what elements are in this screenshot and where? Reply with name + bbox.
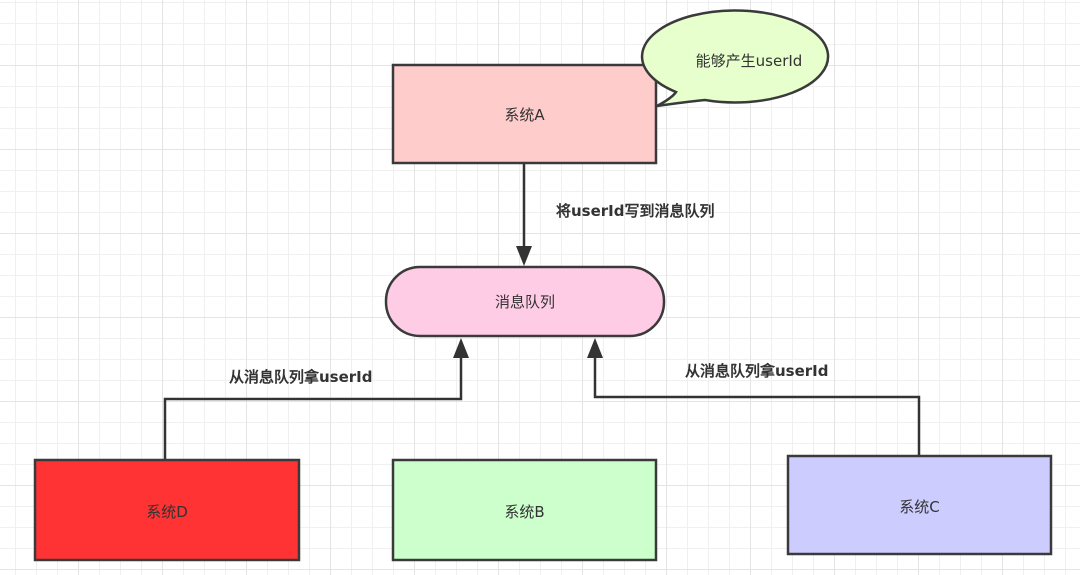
node-system-a[interactable]: 系统A: [391, 63, 658, 165]
edge-line: [163, 356, 463, 460]
message-queue-shape: [384, 265, 666, 338]
system-a-label: 系统A: [504, 106, 545, 124]
node-system-b[interactable]: 系统B: [391, 458, 658, 562]
system-c-box: [786, 454, 1053, 556]
callout-label: 能够产生userId: [696, 52, 803, 70]
message-queue-label: 消息队列: [495, 293, 555, 311]
speech-bubble-shape: [640, 9, 830, 108]
node-system-c[interactable]: 系统C: [786, 454, 1053, 556]
edge-d-to-queue[interactable]: [163, 338, 469, 460]
edge-c-to-queue[interactable]: [587, 338, 921, 456]
edge-label-c-to-queue: 从消息队列拿userId: [685, 362, 829, 380]
system-c-label: 系统C: [899, 498, 939, 516]
node-system-d[interactable]: 系统D: [33, 458, 301, 562]
arrow-up-icon: [453, 338, 469, 358]
system-a-box: [391, 63, 658, 165]
system-d-box: [33, 458, 301, 562]
arrow-up-icon: [587, 338, 603, 358]
node-message-queue[interactable]: 消息队列: [384, 265, 666, 338]
system-b-label: 系统B: [504, 503, 544, 521]
edge-label-a-to-queue: 将userId写到消息队列: [556, 202, 715, 220]
system-d-label: 系统D: [146, 503, 188, 521]
node-callout-bubble[interactable]: 能够产生userId: [640, 9, 830, 108]
edge-label-d-to-queue: 从消息队列拿userId: [229, 368, 373, 386]
edge-a-to-queue[interactable]: [516, 164, 532, 266]
edge-line: [593, 356, 921, 456]
arrow-down-icon: [516, 246, 532, 266]
system-b-box: [391, 458, 658, 562]
